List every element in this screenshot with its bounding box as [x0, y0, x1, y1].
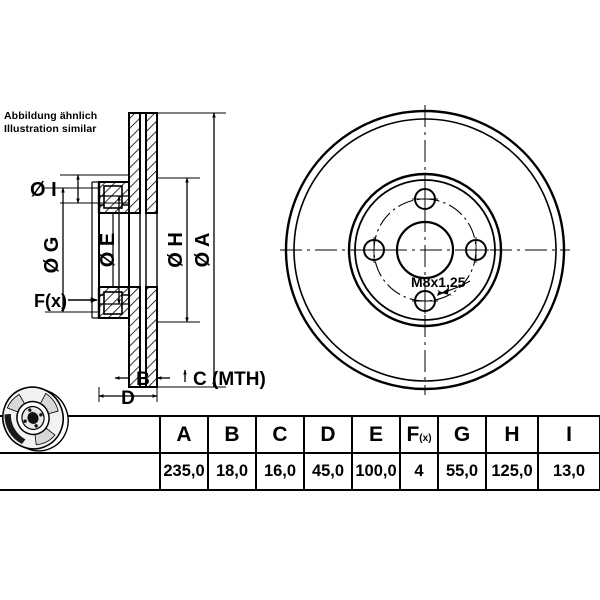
disc-outer-circle	[284, 109, 566, 391]
table-value-a: 235,0	[159, 452, 209, 491]
dimension-width-c: C (MTH)	[183, 369, 266, 390]
label-diameter-g: Ø G	[41, 237, 63, 274]
table-value-b: 18,0	[207, 452, 257, 491]
label-thread-m8: M8x1,25	[411, 274, 466, 290]
caption-english: Illustration similar	[4, 123, 97, 135]
callout-force-fx: F(x)	[34, 291, 98, 311]
dimension-diameter-g: Ø G	[41, 187, 99, 313]
table-value-h: 125,0	[485, 452, 539, 491]
callout-thread-m8: M8x1,25	[411, 274, 471, 296]
hub-section-upper	[97, 181, 130, 214]
table-header-a: A	[159, 415, 209, 454]
friction-plate-upper	[128, 112, 158, 214]
label-width-d: D	[121, 388, 135, 409]
dimension-table-wrapper: A B C D E F(x) G H I 235,0 18,0 16,0 45,…	[0, 386, 600, 491]
brake-disc-photo-icon	[2, 386, 69, 452]
table-header-row: A B C D E F(x) G H I	[0, 386, 600, 454]
bolt-hole-bottom	[412, 288, 438, 314]
dimension-width-d: D	[98, 387, 158, 409]
label-width-b: B	[136, 369, 150, 390]
table-header-h: H	[485, 415, 539, 454]
hub-inner-circle	[354, 179, 496, 321]
bolt-hole-right	[463, 237, 489, 263]
table-value-fx: 4	[399, 452, 439, 491]
label-diameter-i: Ø I	[30, 179, 57, 201]
dimension-width-b: B	[114, 369, 170, 390]
table-header-d: D	[303, 415, 353, 454]
bolt-hole-top	[412, 186, 438, 212]
table-value-i: 13,0	[537, 452, 600, 491]
table-header-i: I	[537, 415, 600, 454]
disc-thumbnail-cell	[0, 386, 161, 454]
thumbnail-cell-lower	[0, 452, 161, 491]
table-header-g: G	[437, 415, 487, 454]
table-header-b: B	[207, 415, 257, 454]
label-diameter-h: Ø H	[165, 232, 187, 268]
table-value-e: 100,0	[351, 452, 401, 491]
dimension-diameter-a: Ø A	[157, 112, 226, 388]
dimension-table: A B C D E F(x) G H I 235,0 18,0 16,0 45,…	[0, 386, 600, 491]
label-force-fx: F(x)	[34, 291, 67, 311]
brake-disc-thumbnail	[2, 382, 80, 454]
table-header-fx: F(x)	[399, 415, 439, 454]
label-width-c: C (MTH)	[193, 369, 266, 390]
table-value-row: 235,0 18,0 16,0 45,0 100,0 4 55,0 125,0 …	[0, 452, 600, 491]
disc-edge-circle	[293, 118, 557, 382]
face-view-geometry: M8x1,25	[280, 105, 570, 395]
illustration-caption: Abbildung ähnlich Illustration similar	[4, 110, 154, 136]
label-diameter-a: Ø A	[192, 233, 214, 268]
table-header-fx-sub: (x)	[419, 432, 432, 444]
table-header-fx-main: F	[406, 422, 420, 446]
dimension-diameter-e: Ø E	[97, 195, 121, 305]
bolt-hole-left	[361, 237, 387, 263]
caption-german: Abbildung ähnlich	[4, 110, 98, 122]
table-value-c: 16,0	[255, 452, 305, 491]
table-header-c: C	[255, 415, 305, 454]
table-value-g: 55,0	[437, 452, 487, 491]
hub-outer-circle	[347, 172, 503, 328]
table-header-e: E	[351, 415, 401, 454]
table-value-d: 45,0	[303, 452, 353, 491]
hub-section-lower	[97, 286, 130, 319]
centre-bore-circle	[395, 220, 455, 280]
label-diameter-e: Ø E	[97, 233, 119, 267]
dimension-diameter-h: Ø H	[157, 177, 200, 323]
